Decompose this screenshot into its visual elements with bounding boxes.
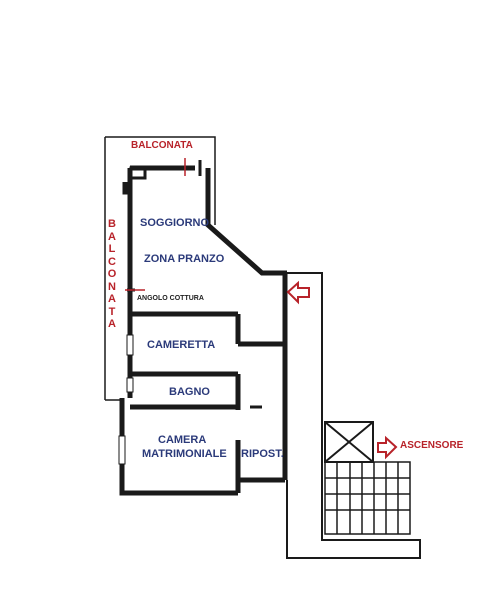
cameretta-label: CAMERETTA bbox=[147, 339, 216, 351]
balcony-outline bbox=[104, 136, 216, 401]
elevator-shaft-icon bbox=[324, 421, 374, 463]
angolo-cottura-label: ANGOLO COTTURA bbox=[137, 295, 204, 302]
windows bbox=[118, 334, 134, 465]
elevator-arrow-icon bbox=[377, 435, 398, 460]
entrance-arrow-icon bbox=[286, 280, 310, 305]
zona-pranzo-label: ZONA PRANZO bbox=[144, 253, 225, 265]
ascensore-label: ASCENSORE bbox=[400, 440, 464, 451]
soggiorno-label: SOGGIORNO bbox=[140, 217, 210, 229]
staircase-icon bbox=[324, 461, 411, 535]
camera-label-line2: MATRIMONIALE bbox=[142, 448, 227, 460]
ripostiglio-label: RIPOST. bbox=[241, 448, 284, 460]
apartment-walls bbox=[119, 165, 288, 496]
camera-label-line1: CAMERA bbox=[158, 434, 207, 446]
balconata-top-label: BALCONATA bbox=[131, 140, 193, 151]
balcony-markers bbox=[125, 158, 186, 291]
landing-outline bbox=[286, 272, 421, 559]
balconata-side-label: BALCONATA bbox=[107, 218, 117, 330]
bagno-label: BAGNO bbox=[169, 386, 210, 398]
wall-stubs bbox=[127, 160, 285, 409]
